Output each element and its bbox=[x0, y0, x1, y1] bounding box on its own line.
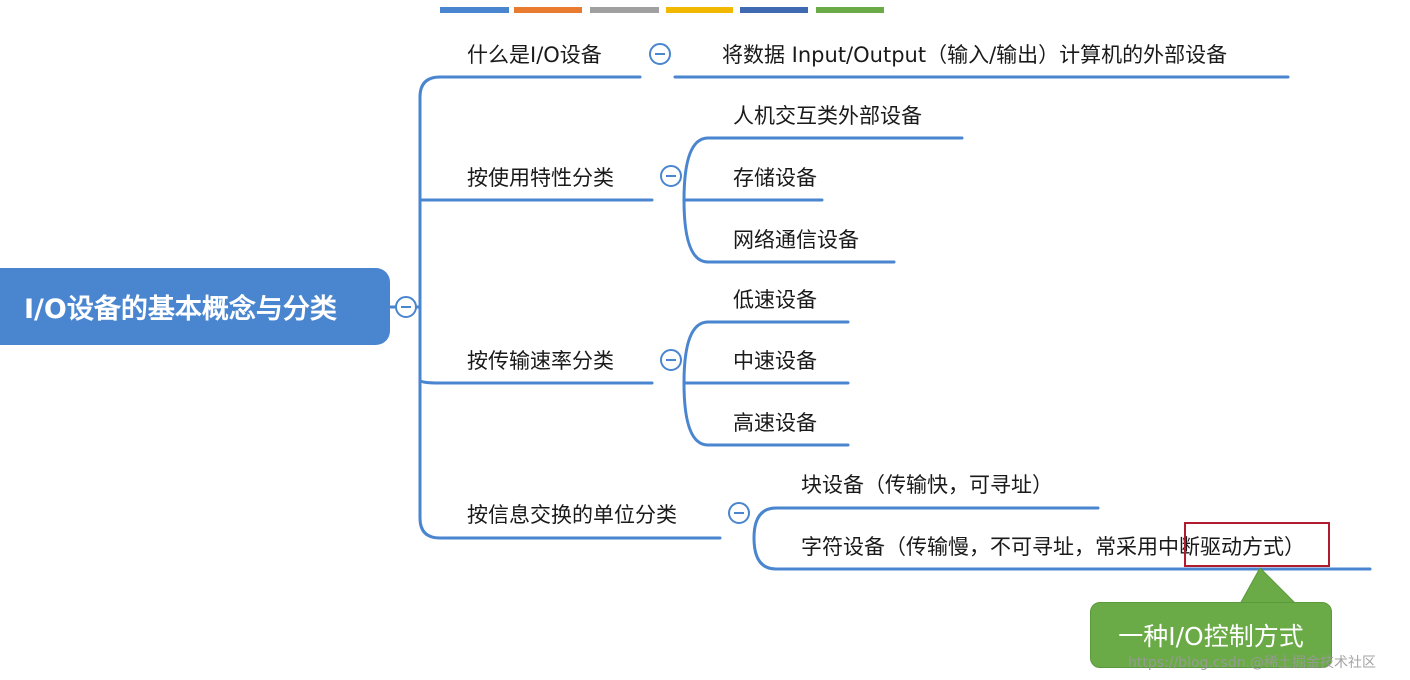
child-connector bbox=[682, 198, 710, 264]
color-swatch bbox=[740, 7, 808, 13]
child-label-hci-device[interactable]: 人机交互类外部设备 bbox=[733, 104, 922, 128]
minus-circle-icon[interactable] bbox=[728, 502, 750, 524]
minus-circle-icon[interactable] bbox=[660, 165, 682, 187]
child-label-medium-speed[interactable]: 中速设备 bbox=[733, 349, 817, 373]
branch-label-by-speed[interactable]: 按传输速率分类 bbox=[467, 349, 614, 373]
child-label-high-speed[interactable]: 高速设备 bbox=[733, 411, 817, 435]
child-connector bbox=[682, 320, 710, 385]
callout-text: 一种I/O控制方式 bbox=[1118, 622, 1304, 651]
child-connector bbox=[682, 381, 710, 447]
child-label-definition[interactable]: 将数据 Input/Output（输入/输出）计算机的外部设备 bbox=[722, 43, 1228, 67]
root-node[interactable]: I/O设备的基本概念与分类 bbox=[0, 268, 390, 345]
child-label-low-speed[interactable]: 低速设备 bbox=[733, 288, 817, 312]
child-label-storage-device[interactable]: 存储设备 bbox=[733, 166, 817, 190]
child-connector bbox=[752, 536, 778, 571]
branch-label-by-unit[interactable]: 按信息交换的单位分类 bbox=[467, 503, 677, 527]
watermark: https://blog.csdn.@稀土掘金技术社区 bbox=[1128, 655, 1377, 671]
minus-circle-icon[interactable] bbox=[649, 43, 671, 65]
child-connector bbox=[752, 506, 778, 540]
callout-pointer bbox=[1239, 567, 1298, 605]
minus-circle-icon[interactable] bbox=[660, 349, 682, 371]
root-label: I/O设备的基本概念与分类 bbox=[24, 294, 337, 325]
branch-connector bbox=[418, 378, 442, 385]
color-swatch bbox=[590, 7, 659, 13]
child-label-block-device[interactable]: 块设备（传输快，可寻址） bbox=[801, 473, 1053, 497]
highlight-box bbox=[1184, 522, 1330, 567]
branch-label-what-is-io[interactable]: 什么是I/O设备 bbox=[467, 43, 602, 67]
color-swatch bbox=[440, 7, 509, 13]
color-swatch bbox=[514, 7, 582, 13]
minus-circle-icon[interactable] bbox=[395, 296, 417, 318]
child-label-char-device[interactable]: 字符设备（传输慢，不可寻址，常采用中断驱动方式） bbox=[801, 535, 1305, 559]
trunk-line bbox=[418, 75, 442, 540]
child-label-network-device[interactable]: 网络通信设备 bbox=[733, 228, 859, 252]
callout-note: 一种I/O控制方式 bbox=[1090, 602, 1332, 668]
child-connector bbox=[682, 136, 710, 202]
color-swatch bbox=[816, 7, 884, 13]
branch-label-by-usage[interactable]: 按使用特性分类 bbox=[467, 166, 614, 190]
color-swatch bbox=[666, 7, 733, 13]
